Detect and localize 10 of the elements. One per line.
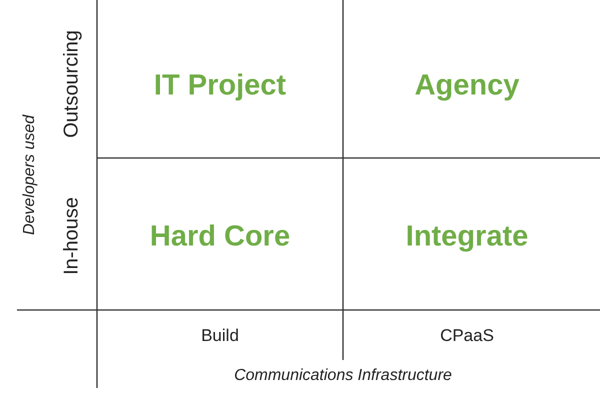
axis-title: Developers used: [21, 114, 39, 236]
quadrant-label: IT Project: [154, 70, 286, 102]
quadrant-label: Hard Core: [150, 220, 290, 254]
column-label: Build: [201, 326, 239, 346]
axis-title: Communications Infrastructure: [234, 367, 452, 385]
quadrant-label: Integrate: [406, 220, 528, 254]
column-label: CPaaS: [440, 326, 494, 346]
row-label: Outsourcing: [60, 30, 84, 138]
quadrant-label: Agency: [414, 70, 520, 102]
row-label: In-house: [60, 197, 84, 275]
